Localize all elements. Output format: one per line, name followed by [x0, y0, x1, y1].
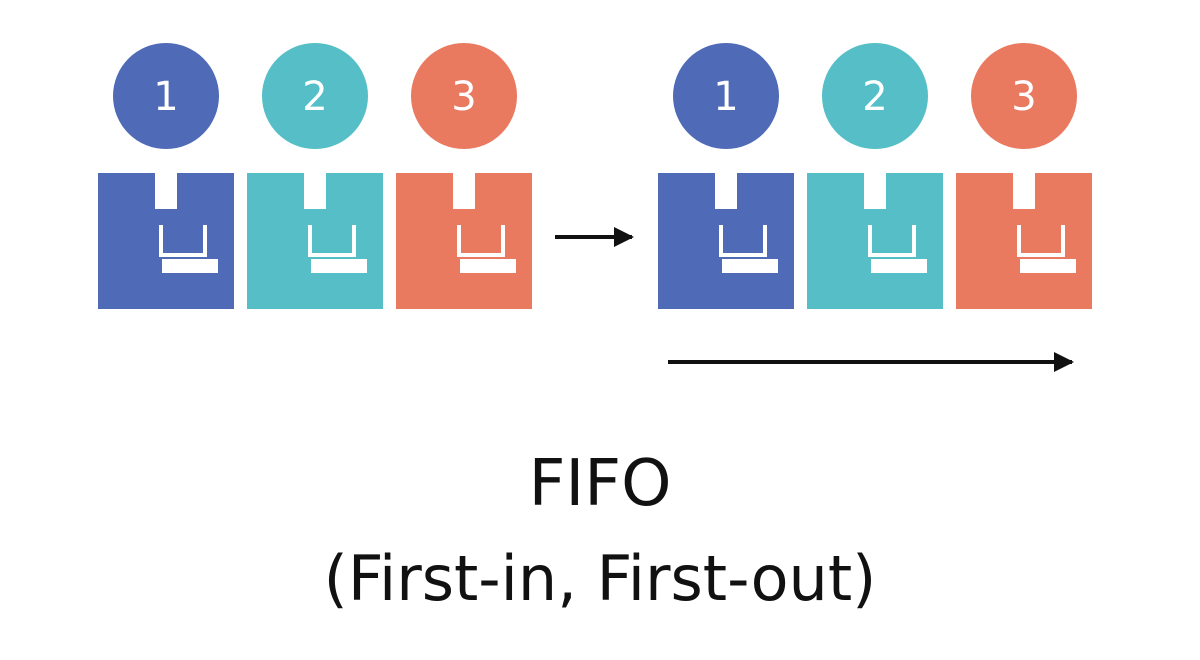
number-label: 1	[153, 74, 178, 120]
number-badge	[411, 43, 517, 149]
queue-item: 1	[658, 43, 794, 309]
number-label: 2	[862, 74, 887, 120]
number-badge	[262, 43, 368, 149]
package-box-icon	[98, 173, 234, 309]
number-badge	[971, 43, 1077, 149]
diagram-subtitle: (First-in, First-out)	[323, 542, 877, 615]
queue-item: 3	[396, 43, 532, 309]
number-label: 3	[1011, 74, 1036, 120]
queue-item: 3	[956, 43, 1092, 309]
number-badge	[673, 43, 779, 149]
box-group-2: 1 2 3	[658, 43, 1092, 309]
number-label: 2	[302, 74, 327, 120]
box-group-1: 1 2 3	[98, 43, 532, 309]
queue-item: 2	[807, 43, 943, 309]
package-box-icon	[807, 173, 943, 309]
number-label: 3	[451, 74, 476, 120]
package-box-icon	[956, 173, 1092, 309]
number-label: 1	[713, 74, 738, 120]
package-box-icon	[247, 173, 383, 309]
queue-item: 2	[247, 43, 383, 309]
number-badge	[822, 43, 928, 149]
queue-item: 1	[98, 43, 234, 309]
number-badge	[113, 43, 219, 149]
package-box-icon	[658, 173, 794, 309]
package-box-icon	[396, 173, 532, 309]
diagram-title: FIFO	[528, 447, 672, 521]
